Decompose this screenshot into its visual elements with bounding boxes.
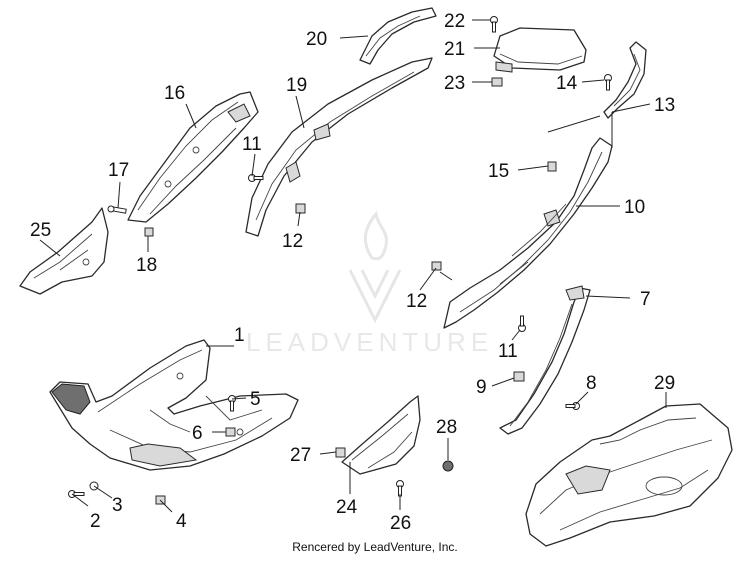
callout-5: 5 (250, 389, 261, 410)
callout-19: 19 (286, 75, 307, 96)
callout-25: 25 (30, 220, 51, 241)
part-10-main-side-cover[interactable] (443, 137, 613, 329)
callout-labels: 1 2 3 4 5 6 7 8 9 10 11 11 12 12 13 14 1… (30, 11, 675, 534)
callout-9: 9 (476, 377, 487, 398)
part-28-bolt[interactable] (442, 460, 454, 472)
part-23-clip-nut[interactable] (491, 77, 503, 87)
part-25-lower-side-panel[interactable] (19, 207, 109, 295)
callout-4: 4 (176, 511, 187, 532)
callout-18: 18 (136, 255, 157, 276)
callout-10: 10 (624, 197, 645, 218)
part-24-rear-side-panel[interactable] (341, 395, 421, 475)
callout-28: 28 (436, 417, 457, 438)
part-13-rear-bracket[interactable] (603, 41, 647, 119)
part-9-clip-nut[interactable] (513, 371, 525, 382)
part-14-screw[interactable] (604, 74, 612, 91)
callout-27: 27 (290, 445, 311, 466)
part-11-screw-lower[interactable] (518, 315, 526, 332)
callout-20: 20 (306, 29, 327, 50)
leader-lines (39, 19, 667, 513)
callout-12-lower: 12 (406, 291, 427, 312)
part-17-screw[interactable] (107, 205, 127, 214)
callout-11-upper: 11 (242, 134, 262, 155)
callout-24: 24 (336, 497, 358, 518)
part-12-clip-lower[interactable] (431, 261, 442, 271)
callout-29: 29 (654, 373, 675, 394)
callout-14: 14 (556, 73, 578, 94)
part-22-screw[interactable] (490, 16, 498, 33)
part-12-clip-upper[interactable] (295, 203, 306, 214)
part-8-screw[interactable] (565, 402, 580, 410)
part-19-side-trim[interactable] (245, 57, 433, 237)
part-11-screw-upper[interactable] (248, 174, 264, 182)
part-26-screw[interactable] (396, 480, 404, 497)
part-29-under-tray[interactable] (525, 403, 733, 547)
part-16-inner-leg-shield[interactable] (127, 91, 259, 223)
credit-text: Rencered by LeadVenture, Inc. (292, 540, 458, 554)
callout-23: 23 (444, 73, 465, 94)
callout-7: 7 (640, 289, 651, 310)
callout-13: 13 (654, 95, 675, 116)
part-18-clip-nut[interactable] (144, 227, 154, 237)
callout-26: 26 (390, 513, 411, 534)
part-1-floor-panel[interactable] (49, 339, 299, 471)
callout-6: 6 (192, 423, 203, 444)
part-27-clip-nut[interactable] (335, 447, 346, 458)
callout-3: 3 (112, 495, 123, 516)
callout-22: 22 (444, 11, 465, 32)
callout-12-upper: 12 (282, 231, 303, 252)
part-21-access-cover[interactable] (493, 27, 587, 73)
callout-2: 2 (90, 511, 101, 532)
callout-11-lower: 11 (498, 341, 518, 362)
part-2-screw[interactable] (68, 490, 85, 498)
watermark-text: LEADVENTURE (246, 327, 493, 357)
callout-8: 8 (586, 373, 597, 394)
part-15-clip-nut[interactable] (547, 161, 557, 172)
callout-1: 1 (234, 325, 245, 346)
callout-17: 17 (108, 160, 129, 181)
callout-15: 15 (488, 161, 509, 182)
watermark-logo: LEADVENTURE (246, 210, 493, 357)
part-20-grab-handle[interactable] (359, 7, 437, 65)
part-7-lower-trim[interactable] (499, 285, 591, 435)
callout-21: 21 (444, 39, 465, 60)
callout-16: 16 (164, 83, 185, 104)
part-6-clip-nut[interactable] (225, 427, 236, 437)
